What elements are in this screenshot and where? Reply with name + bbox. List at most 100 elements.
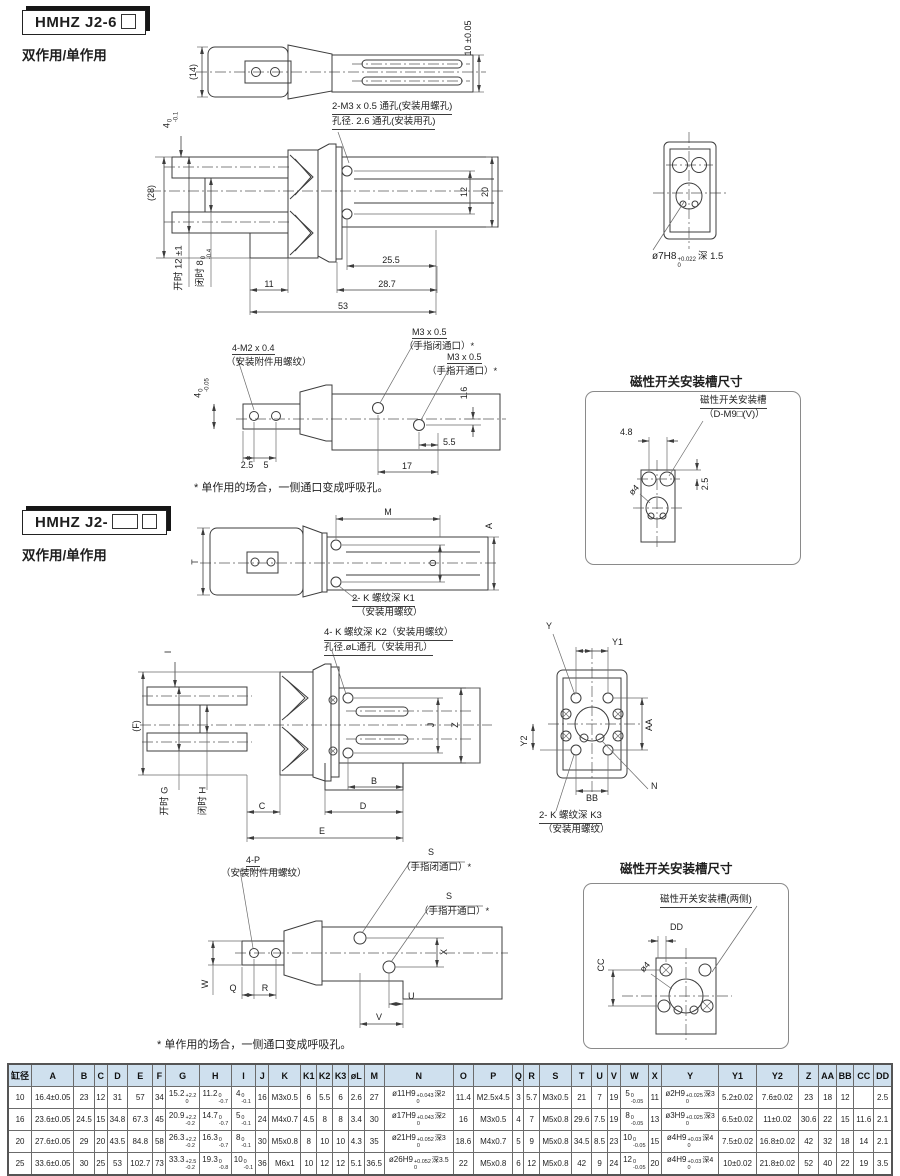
cell-T: 34.5 [570, 1130, 593, 1153]
cell-P: M2.5x4.5 [473, 1086, 514, 1109]
table-header-W: W [619, 1063, 649, 1087]
table-header-C: C [93, 1063, 108, 1087]
cell-øL: 2.6 [348, 1086, 365, 1109]
cell-AA: 22 [818, 1108, 837, 1131]
cell-DD: 2.1 [873, 1130, 893, 1153]
cell-BB: 12 [835, 1086, 855, 1109]
cell-K: M6x1 [268, 1152, 302, 1176]
drawing-s1-switch-groove [633, 420, 704, 549]
k1-thread-note: 2- K 螺纹深 K1 [352, 593, 415, 607]
cell-P: M3x0.5 [473, 1108, 514, 1131]
cell-øL: 4.3 [348, 1130, 365, 1153]
cell-DD: 2.1 [873, 1108, 893, 1131]
table-header-E: E [127, 1063, 154, 1087]
dim-DD-label: DD [670, 922, 683, 932]
cell-R: 9 [523, 1130, 540, 1153]
dim-4-8-label: 4.8 [620, 427, 633, 437]
cell-O: 16 [452, 1108, 475, 1131]
dim-53-label: 53 [337, 300, 349, 311]
cell-O: 22 [452, 1152, 475, 1176]
dim-2-5-label: 2.5 [240, 459, 254, 470]
cell-R: 12 [523, 1152, 540, 1176]
dim-10-label: 10 ±0.05 [462, 20, 473, 56]
cell-Z: 52 [797, 1152, 820, 1176]
cell-X: 20 [647, 1152, 662, 1176]
cell-Y2: 11±0.02 [755, 1108, 799, 1131]
cell-K3: 6 [332, 1086, 350, 1109]
dim-U-label: U [408, 991, 415, 1001]
drawing-s1-front-view [150, 136, 503, 315]
table-header-AA: AA [818, 1063, 837, 1087]
switch-groove-title-2: 磁性开关安装槽尺寸 [620, 862, 733, 876]
cell-C: 12 [93, 1086, 108, 1109]
cell-K: M4x0.7 [268, 1108, 302, 1131]
cell-O: 11.4 [452, 1086, 475, 1109]
table-header-Y2: Y2 [755, 1063, 799, 1087]
option-box-icon [121, 14, 137, 29]
drawing-s1-bottom-view [212, 340, 506, 475]
cell-D: 53 [106, 1152, 129, 1176]
cell-Y2: 7.6±0.02 [755, 1086, 799, 1109]
cell-P: M5x0.8 [473, 1152, 514, 1176]
s-close-port-note: （手指闭通口）* [401, 862, 472, 873]
cell-F: 73 [152, 1152, 167, 1176]
cell-K1: 6 [300, 1086, 318, 1109]
cell-K1: 8 [300, 1130, 318, 1153]
bore-cell: 16 [7, 1108, 33, 1131]
drawing-s2-top-view [197, 515, 499, 602]
cell-Q: 5 [512, 1130, 525, 1153]
cell-S: M5x0.8 [538, 1130, 572, 1153]
switch-groove-panel-2 [583, 883, 789, 1049]
cell-A: 16.4±0.05 [31, 1086, 75, 1109]
cell-E: 57 [127, 1086, 154, 1109]
cell-K1: 10 [300, 1152, 318, 1176]
k2-thread-note: 4- K 螺纹深 K2（安装用螺纹） [324, 627, 454, 641]
cell-J: 24 [255, 1108, 270, 1131]
bore-box-icon [112, 514, 139, 529]
cell-O: 18.6 [452, 1130, 475, 1153]
p-thread-note: （安装附件用螺纹） [221, 868, 307, 879]
dim-F-label: (F) [130, 720, 141, 732]
option-box-icon-2 [142, 514, 158, 529]
drawing-s1-end-view [652, 132, 727, 251]
cell-C: 15 [93, 1108, 108, 1131]
cell-B: 30 [73, 1152, 95, 1176]
dim-28-label: (28) [145, 184, 156, 202]
dim-D-label: D [359, 800, 367, 811]
cell-J: 36 [255, 1152, 270, 1176]
cell-E: 102.7 [127, 1152, 154, 1176]
cell-CC: 11.6 [853, 1108, 875, 1131]
cell-U: 9 [591, 1152, 608, 1176]
table-header-T: T [570, 1063, 593, 1087]
cell-Q: 3 [512, 1086, 525, 1109]
cell-CC [853, 1086, 875, 1109]
cell-Y1: 7.5±0.02 [718, 1130, 757, 1153]
table-header-K1: K1 [300, 1063, 318, 1087]
cell-C: 20 [93, 1130, 108, 1153]
dim-2-5b-label: 2.5 [699, 477, 710, 491]
cell-øL: 3.4 [348, 1108, 365, 1131]
cell-Y1: 6.5±0.02 [718, 1108, 757, 1131]
cell-Y2: 21.8±0.02 [755, 1152, 799, 1176]
dim-open-12-label: 开时 12 ±1 [173, 245, 185, 291]
dim-A-label: A [483, 522, 494, 530]
cell-V: 19 [606, 1086, 621, 1109]
s-open-port-label: S [446, 891, 453, 901]
switch-groove-note-2: 磁性开关安装槽(两侧) [660, 894, 752, 908]
cell-G: 26.3+2.2-0.2 [165, 1130, 200, 1153]
dim-CC-label: CC [595, 958, 606, 972]
